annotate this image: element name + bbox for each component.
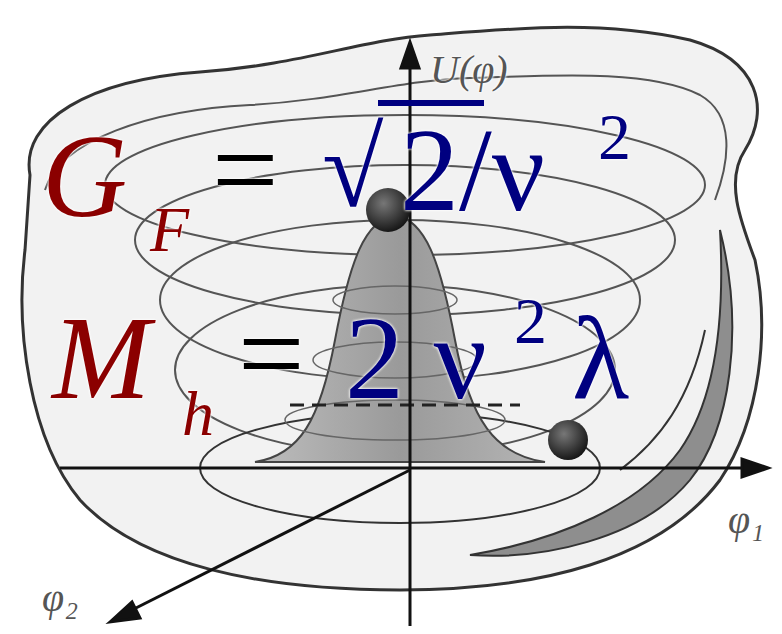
formula-superscript: 2 <box>514 288 547 354</box>
formula-superscript: 2 <box>598 104 631 170</box>
formula-symbol: M <box>52 300 150 418</box>
formula-value: λ <box>572 300 629 418</box>
formula-value: 2 ν <box>345 300 487 418</box>
formula-root: √ <box>322 112 383 224</box>
formula-operator: = <box>212 112 279 230</box>
formula-subscript: F <box>150 198 189 262</box>
axis-label: φ₁ <box>728 500 764 540</box>
axis-label: φ₂ <box>42 578 78 618</box>
axis-label: U(φ) <box>430 50 508 90</box>
formula-value: 2/ν <box>400 112 545 230</box>
formula-subscript: h <box>182 382 214 446</box>
formula-operator: = <box>238 296 305 414</box>
formula-symbol: G <box>42 118 127 236</box>
